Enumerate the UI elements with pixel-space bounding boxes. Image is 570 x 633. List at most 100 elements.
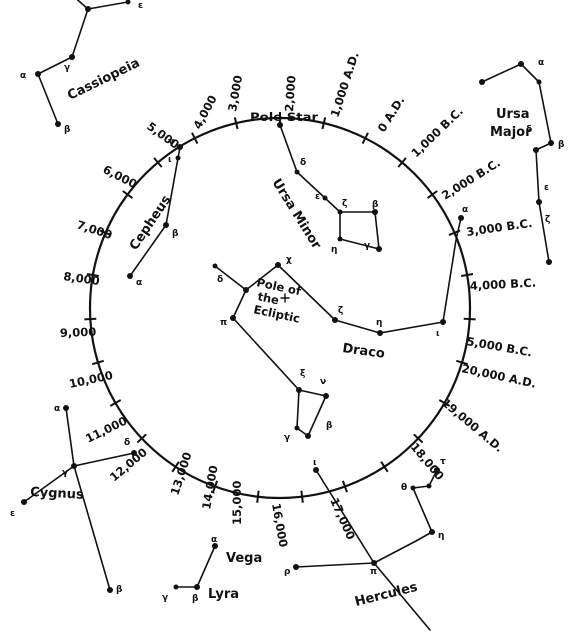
star-letter: γ <box>168 137 174 147</box>
star-name-vega: Vega <box>226 551 262 566</box>
tick-mark <box>461 273 474 277</box>
pole-star-label: Pole Star <box>250 110 318 124</box>
year-label: 3,000 B.C. <box>465 216 533 239</box>
ecliptic-label-line: the <box>256 289 280 307</box>
tick-mark <box>99 229 112 237</box>
star-letter: δ <box>124 438 130 448</box>
star-letter: β <box>372 200 379 210</box>
star-letter: α <box>211 535 217 545</box>
year-label: 16,000 <box>269 502 290 548</box>
year-label: 9,000 <box>60 325 97 340</box>
star-letter: ι <box>313 458 317 468</box>
star-letter: ρ <box>284 567 291 577</box>
star-letter: ζ <box>342 199 347 209</box>
star-letter: δ <box>300 158 306 168</box>
tick-mark <box>256 490 260 503</box>
constellation-cassiopeia: ε γ α β Cassiopeia <box>20 0 143 135</box>
tick-mark <box>212 480 219 493</box>
constellation-ursa-minor: δ ε ζ β η γ Ursa Minor <box>269 122 382 255</box>
tick-mark <box>361 132 369 145</box>
star-letter: β <box>116 585 123 595</box>
star-letter: ε <box>10 509 15 519</box>
constellation-cygnus: α δ γ ε β Cygnus <box>10 404 137 595</box>
star-letter: β <box>64 125 71 135</box>
star-letter: α <box>54 404 60 414</box>
star-letter: α <box>462 205 468 215</box>
constellation-lyra: α γ β Vega Lyra <box>162 535 262 604</box>
year-label: 1,000 A.D. <box>328 50 362 119</box>
tick-mark <box>191 132 199 145</box>
year-label: 19,000 A.D. <box>439 396 506 455</box>
tick-mark <box>463 317 476 321</box>
star-letter: π <box>370 567 377 577</box>
constellation-name: Cygnus <box>30 485 85 503</box>
pole-of-ecliptic-label: Pole of the Ecliptic <box>252 275 303 326</box>
tick-marks <box>84 112 476 503</box>
star-letter: η <box>331 245 337 255</box>
constellation-name: Lyra <box>208 587 239 602</box>
tick-mark <box>341 480 348 493</box>
constellation-name: Ursa Minor <box>269 176 324 252</box>
star-letter: β <box>172 229 179 239</box>
year-label: 13,000 <box>168 450 195 497</box>
year-label: 5,000 B.C. <box>465 334 533 359</box>
tick-mark <box>91 359 104 366</box>
constellation-name: Draco <box>341 341 385 362</box>
tick-mark <box>321 117 327 130</box>
year-label: 6,000 <box>101 162 140 191</box>
tick-mark <box>233 117 239 130</box>
star-letter: ι <box>436 329 440 339</box>
year-label: 2,000 B.C. <box>439 156 503 203</box>
year-label: 15,000 <box>230 481 244 525</box>
year-label: 8,000 <box>63 269 101 288</box>
tick-mark <box>300 490 304 503</box>
tick-mark <box>136 433 147 444</box>
year-label: 5,000 <box>144 119 182 152</box>
star-letter: π <box>220 318 227 328</box>
tick-mark <box>171 461 180 473</box>
pole-star-text: Pole Star <box>250 110 318 124</box>
star-letter: δ <box>526 125 532 135</box>
star-letter: η <box>376 318 382 328</box>
star-letter: β <box>192 594 199 604</box>
tick-mark <box>153 157 163 168</box>
star-letter: γ <box>64 63 70 73</box>
star-letter: ξ <box>300 369 305 379</box>
year-label: 1,000 B.C. <box>408 104 465 160</box>
star-letter: ν <box>320 377 326 387</box>
star-letter: ζ <box>338 306 343 316</box>
year-label: 20,000 A.D. <box>460 361 537 390</box>
ecliptic-pole-mark <box>280 293 290 303</box>
tick-mark <box>380 461 389 473</box>
constellation-draco: δ χ π ζ η ι α ξ ν β γ Draco <box>212 205 468 443</box>
star-letter: η <box>438 531 444 541</box>
star-letter: γ <box>284 433 290 443</box>
star-letter: ι <box>168 155 172 165</box>
year-label: 4,000 <box>190 93 219 132</box>
constellation-name: Ursa <box>496 107 529 122</box>
star-letter: χ <box>286 255 292 265</box>
year-label: 11,000 <box>83 414 129 446</box>
constellation-name: Cassiopeia <box>65 56 142 104</box>
constellation-hercules: ι τ θ η π ρ Hercules <box>284 457 446 631</box>
star-letter: δ <box>217 275 223 285</box>
year-label: 0 A.D. <box>375 94 408 135</box>
star-letter: γ <box>62 468 68 478</box>
tick-mark <box>122 190 133 199</box>
year-label: 7,000 <box>75 218 114 243</box>
star-letter: γ <box>364 241 370 251</box>
star-letter: α <box>538 58 544 68</box>
tick-mark <box>456 359 469 366</box>
year-label: 17,000 <box>327 496 358 542</box>
star-letter: τ <box>440 457 446 467</box>
star-letter: α <box>136 278 142 288</box>
year-label: 4,000 B.C. <box>469 276 536 293</box>
year-label: 12,000 <box>107 445 150 484</box>
tick-mark <box>413 433 424 444</box>
star-letter: ε <box>315 192 320 202</box>
star-letter: ε <box>138 1 143 11</box>
tick-mark <box>109 399 122 407</box>
star-letter: α <box>20 71 26 81</box>
year-labels-right: 2,000 1,000 A.D. 0 A.D. 1,000 B.C. 2,000… <box>282 50 537 391</box>
